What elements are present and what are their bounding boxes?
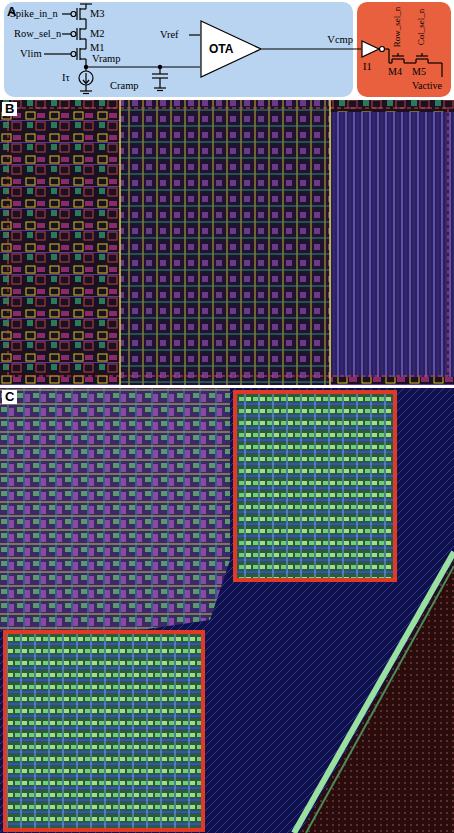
panel-letter: C (2, 390, 17, 404)
signal-label: Iτ (62, 72, 70, 84)
signal-label: Vcmp (327, 34, 353, 46)
signal-label: M1 (90, 42, 105, 54)
signal-label: M4 (388, 66, 402, 77)
signal-label: Vactive (412, 80, 442, 91)
panel-letter: B (2, 102, 17, 116)
signal-label: Col_sel_n (417, 9, 427, 46)
amplifier-symbol: OTA (200, 20, 262, 78)
signal-label: Cramp (110, 80, 139, 92)
signal-label: M3 (90, 8, 105, 20)
signal-label: Vramp (92, 53, 121, 65)
signal-label: M2 (90, 28, 105, 40)
signal-label: M5 (412, 66, 426, 77)
signal-label: Row_sel_n (14, 28, 61, 40)
inverter-symbol: I1 (361, 38, 386, 74)
signal-label: Vlim (20, 48, 42, 60)
block-name: OTA (209, 42, 233, 56)
instance-name: I1 (363, 61, 372, 72)
signal-label: Row_sel_n (393, 7, 403, 48)
signal-wire (262, 48, 361, 49)
signal-label: Vref (160, 29, 179, 41)
signal-label: Spike_in_n (10, 8, 58, 20)
